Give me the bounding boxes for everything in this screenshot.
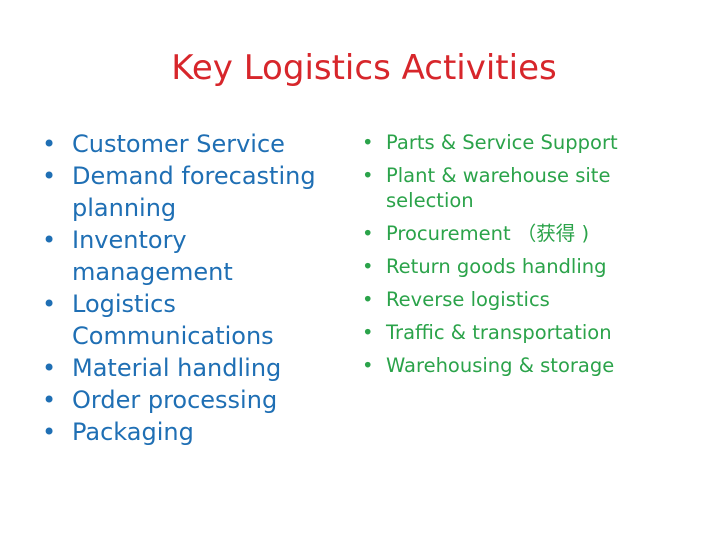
right-bullet-list: • Parts & Service Support • Plant & wareho… <box>356 130 676 386</box>
list-item: • Procurement （获得 ) <box>356 221 676 246</box>
list-item-text: Material handling <box>72 354 282 382</box>
list-item-text: Packaging <box>72 418 194 446</box>
list-item-text: Traffic & transportation <box>386 321 612 344</box>
list-item: • Material handling <box>40 352 340 384</box>
bullet-icon: • <box>362 131 374 154</box>
bullet-icon: • <box>42 354 57 382</box>
bullet-icon: • <box>362 288 374 311</box>
bullet-icon: • <box>42 386 57 414</box>
list-item: • Customer Service <box>40 128 340 160</box>
list-item-text: Reverse logistics <box>386 288 550 311</box>
list-item-text: Parts & Service Support <box>386 131 618 154</box>
list-item: • Reverse logistics <box>356 287 676 312</box>
list-item-text: Warehousing & storage <box>386 354 615 377</box>
bullet-icon: • <box>362 354 374 377</box>
bullet-icon: • <box>362 222 374 245</box>
list-item-text: Inventory management <box>72 226 233 286</box>
list-item-text: Plant & warehouse site selection <box>386 164 611 212</box>
bullet-icon: • <box>42 162 57 190</box>
list-item-text: Procurement （获得 ) <box>386 222 590 245</box>
bullet-icon: • <box>42 418 57 446</box>
list-item: • Plant & warehouse site selection <box>356 163 676 213</box>
bullet-icon: • <box>42 290 57 318</box>
list-item: • Demand forecasting planning <box>40 160 340 224</box>
list-item-text: Customer Service <box>72 130 285 158</box>
list-item: • Warehousing & storage <box>356 353 676 378</box>
list-item-text: Return goods handling <box>386 255 607 278</box>
left-bullet-list: • Customer Service • Demand forecasting pl… <box>40 128 340 448</box>
list-item: • Packaging <box>40 416 340 448</box>
list-item: • Order processing <box>40 384 340 416</box>
list-item: • Return goods handling <box>356 254 676 279</box>
list-item-text: Demand forecasting planning <box>72 162 316 222</box>
slide-title: Key Logistics Activities <box>171 48 557 88</box>
bullet-icon: • <box>362 255 374 278</box>
bullet-icon: • <box>42 130 57 158</box>
bullet-icon: • <box>362 321 374 344</box>
list-item: • Inventory management <box>40 224 340 288</box>
list-item: • Logistics Communications <box>40 288 340 352</box>
list-item: • Traffic & transportation <box>356 320 676 345</box>
bullet-icon: • <box>42 226 57 254</box>
bullet-icon: • <box>362 164 374 187</box>
list-item-text: Order processing <box>72 386 278 414</box>
list-item-text: Logistics Communications <box>72 290 274 350</box>
list-item: • Parts & Service Support <box>356 130 676 155</box>
